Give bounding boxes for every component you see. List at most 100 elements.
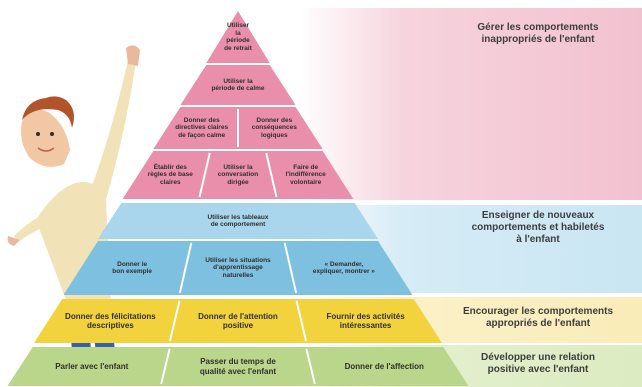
pyramid-cell-line: expliquer, montrer » bbox=[312, 268, 375, 275]
pyramid-cell-line: Donner des bbox=[183, 116, 220, 124]
pyramid-cell-line: Donner de l'attention bbox=[198, 311, 278, 321]
pyramid-cell-line: d'apprentissage bbox=[213, 264, 263, 272]
level-label-relationship: Développer une relation positive avec l'… bbox=[440, 352, 636, 376]
pyramid-row-teach-1 bbox=[97, 203, 379, 239]
level-label-line: Gérer les comportements bbox=[477, 22, 599, 33]
pyramid-cell-line: l'indifférence bbox=[285, 171, 326, 179]
pyramid-cell-divider bbox=[295, 300, 307, 342]
pyramid-cell-divider bbox=[265, 152, 278, 198]
pyramid-cell-line: intéressantes bbox=[339, 321, 392, 330]
pyramid-cell: « Demander,expliquer, montrer » bbox=[293, 242, 395, 294]
pyramid-cell-text: Parler avec l'enfant bbox=[55, 362, 128, 372]
pyramid-cell-divider bbox=[178, 242, 193, 294]
pyramid-cell-line: volontaire bbox=[290, 178, 322, 186]
pyramid-row-encourage-1 bbox=[33, 299, 443, 343]
pyramid-cell-line: Utiliser les tableaux bbox=[207, 213, 269, 221]
pyramid-cell-line: Donner des félicitations bbox=[65, 311, 156, 321]
level-label-encourage: Encourager les comportements appropriés … bbox=[440, 306, 636, 330]
pyramid-row-manage-4 bbox=[122, 151, 354, 199]
level-label-line: comportements et habiletés bbox=[471, 222, 605, 233]
pyramid-row-manage-2 bbox=[180, 65, 296, 105]
level-label-line: positive avec l'enfant bbox=[487, 364, 589, 375]
pyramid-row-relationship-1 bbox=[7, 347, 469, 386]
pyramid-cell-line: conséquences bbox=[251, 124, 297, 132]
pyramid-cell-line: la période bbox=[226, 29, 250, 45]
pyramid-cell-divider bbox=[198, 152, 211, 198]
pyramid-row-manage-1 bbox=[206, 11, 270, 63]
pyramid-cell-line: Utiliser les situations bbox=[205, 256, 271, 264]
pyramid-cell-line: de façon calme bbox=[178, 131, 226, 139]
pyramid-cell-line: logiques bbox=[260, 131, 288, 139]
pyramid-cell-line: dirigée bbox=[227, 178, 249, 186]
level-label-line: appropriés de l'enfant bbox=[485, 318, 591, 329]
pyramid-cell-line: Parler avec l'enfant bbox=[55, 361, 129, 371]
pyramid-row-teach-2 bbox=[63, 241, 413, 295]
pyramid-cell-line: Fournir des activités bbox=[326, 311, 405, 321]
level-label-manage: Gérer les comportements inappropriés de … bbox=[440, 22, 636, 46]
pyramid-cell-divider bbox=[305, 348, 316, 385]
pyramid-cell-line: période de calme bbox=[211, 85, 265, 92]
pyramid-cell-line: règles de base bbox=[147, 171, 193, 179]
pyramid-cell-line: conversation bbox=[217, 171, 259, 179]
pyramid-cell-line: « Demander, bbox=[324, 260, 364, 268]
pyramid-cell-divider bbox=[283, 242, 298, 294]
level-label-teach: Enseigner de nouveaux comportements et h… bbox=[440, 210, 636, 246]
pyramid-cell-divider bbox=[169, 300, 181, 342]
level-label-line: inappropriés de l'enfant bbox=[481, 34, 595, 45]
pyramid-cell-line: Donner des bbox=[256, 116, 293, 124]
pyramid-cell-text: Donner de l'affection bbox=[345, 362, 424, 372]
pyramid-cell-line: descriptives bbox=[87, 321, 134, 330]
pyramid-cell: Parler avec l'enfant bbox=[21, 348, 163, 385]
pyramid-cell-line: claires bbox=[159, 178, 181, 186]
pyramid-cell-divider bbox=[160, 348, 171, 385]
pyramid-cell-text: « Demander,expliquer, montrer » bbox=[313, 261, 375, 276]
pyramid-cell-line: qualité avec l'enfant bbox=[199, 366, 277, 376]
level-label-line: Développer une relation bbox=[481, 352, 595, 363]
pyramid-cell-line: Passer du temps de bbox=[200, 357, 276, 366]
pyramid-cell-line: de comportement bbox=[210, 221, 266, 228]
pyramid-cell-line: naturelles bbox=[222, 271, 254, 279]
pyramid-cell-line: Faire de bbox=[293, 163, 319, 171]
pyramid-cell-line: positive bbox=[222, 321, 254, 330]
pyramid-cell-line: Utiliser bbox=[226, 22, 249, 29]
pyramid-cell-line: Donner le bbox=[117, 260, 148, 268]
pyramid-cell-line: de retrait bbox=[224, 44, 252, 52]
level-band-manage bbox=[300, 8, 642, 200]
pyramid-cell-line: Utiliser la bbox=[223, 163, 253, 171]
pyramid-cell-line: Établir des bbox=[153, 163, 187, 171]
pyramid-cell-line: bon exemple bbox=[112, 268, 152, 275]
pyramid-cell: Donner de l'affection bbox=[313, 348, 455, 385]
level-label-line: Enseigner de nouveaux bbox=[481, 210, 595, 221]
level-label-line: Encourager les comportements bbox=[462, 306, 614, 317]
pyramid-cell-line: Utiliser la bbox=[223, 77, 253, 85]
